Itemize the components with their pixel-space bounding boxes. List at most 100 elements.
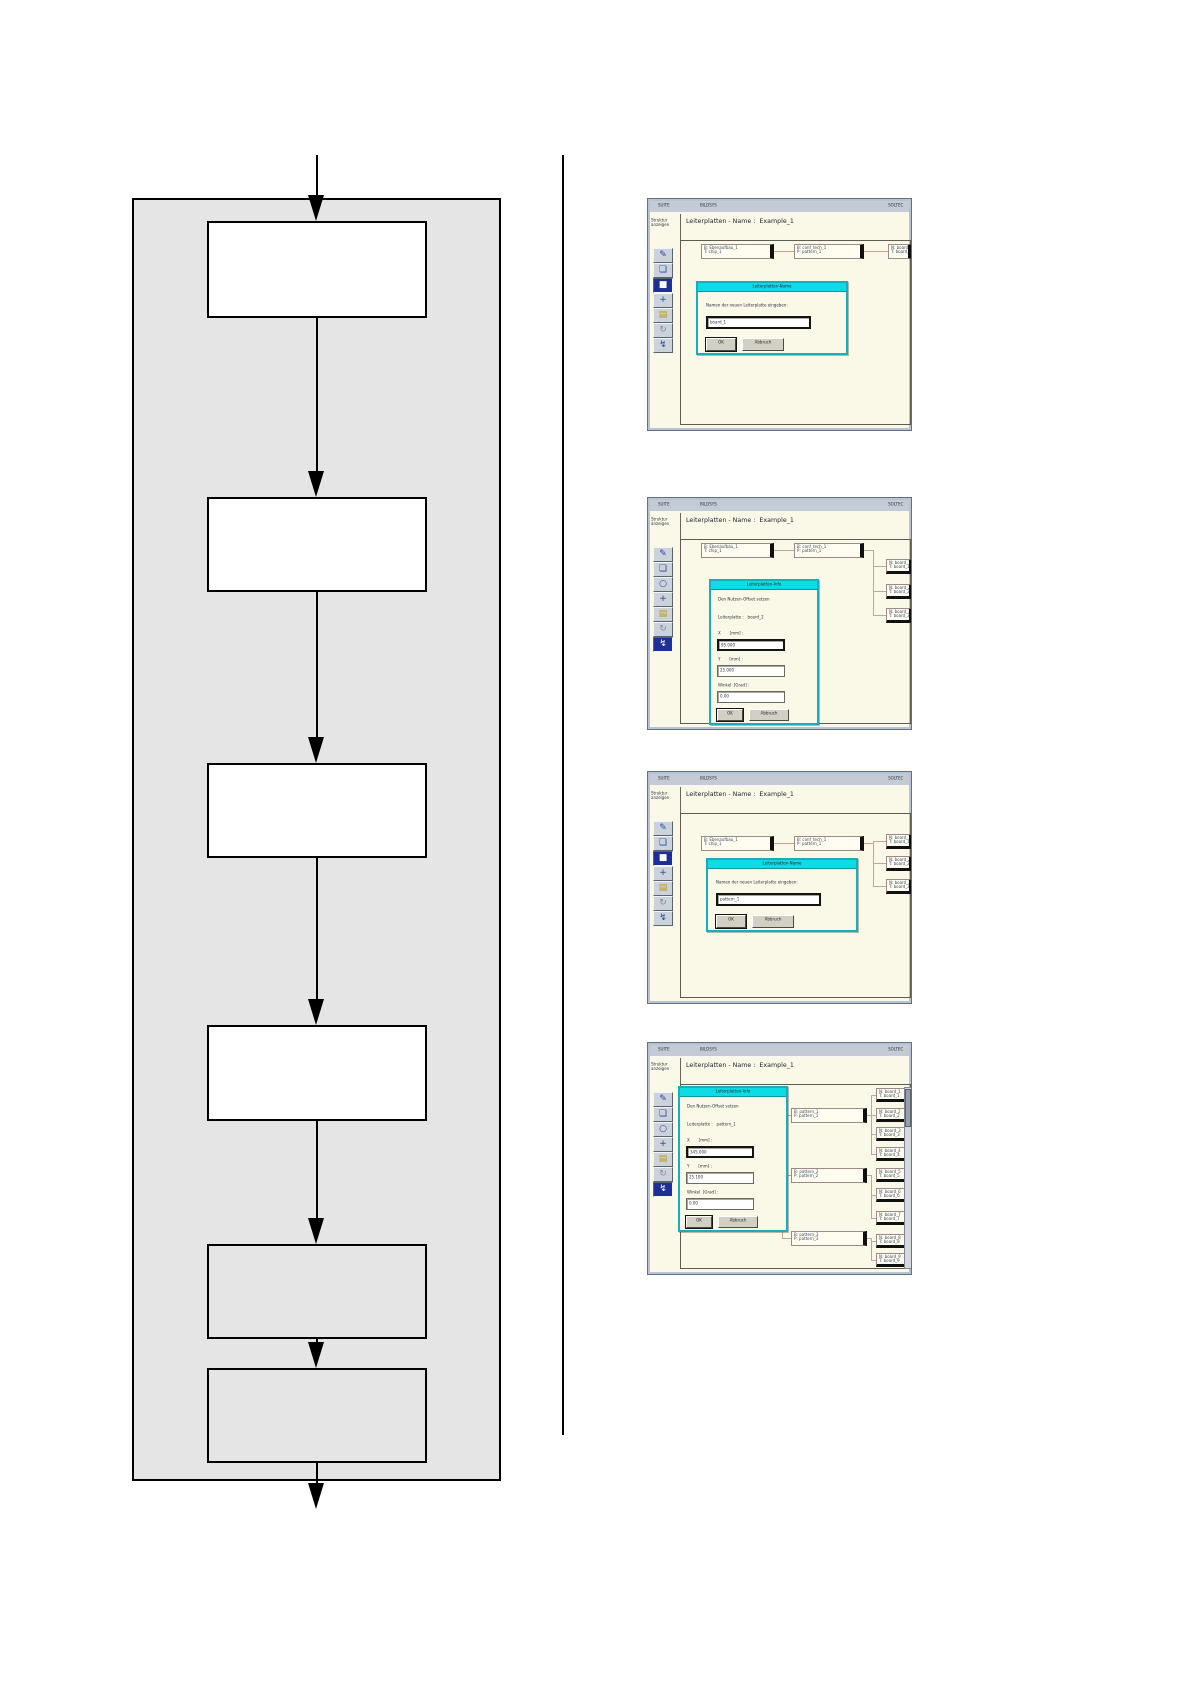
tree-connector	[871, 1260, 876, 1261]
toolbar-note-icon[interactable]: ▤	[653, 881, 673, 896]
tree-connector	[873, 886, 886, 887]
toolbar-refresh-icon[interactable]: ↻	[653, 896, 673, 911]
tree-node[interactable]: N: board_8 T: board_8	[876, 1234, 907, 1248]
toolbar-window-icon[interactable]: ❏	[653, 562, 673, 577]
cancel-button[interactable]: Abbruch	[749, 709, 789, 721]
toolbar-crosshair-icon[interactable]: +	[653, 866, 673, 881]
toolbar-fill-mode-icon[interactable]: ■	[653, 851, 673, 866]
y-label: Y [mm] :	[718, 657, 743, 662]
tree-node[interactable]: B: conf_tech_1 P: pattern_1	[794, 543, 864, 558]
tree-node[interactable]: B: conf_tech_1 P: pattern_1	[794, 244, 864, 259]
board-name-input[interactable]: board_1	[706, 316, 811, 329]
toolbar-refresh-icon[interactable]: ↻	[653, 622, 673, 637]
angle-input-value: 0.00	[689, 1201, 698, 1206]
toolbar-edit-icon[interactable]: ✎	[653, 248, 673, 263]
tree-node[interactable]: N: board_1 T: board_1	[888, 244, 911, 259]
board-name-line: Leiterplatte : board_2	[718, 615, 764, 620]
tree-node[interactable]: B: pattern_2 P: pattern_2	[791, 1168, 867, 1183]
flowchart-box-6	[207, 1368, 427, 1463]
board-name-input[interactable]: pattern_1	[716, 893, 821, 906]
tree-node-label: B: pattern_3 P: pattern_3	[794, 1232, 819, 1241]
toolbar-connect-icon[interactable]: ↯	[653, 637, 673, 652]
ok-button-label: OK	[728, 917, 734, 922]
tree-node[interactable]: N: board_1 T: board_1	[876, 1088, 907, 1102]
tree-node[interactable]: N: board_2 T: board_2	[876, 1108, 907, 1122]
tree-node[interactable]: N: board_4 T: board_4	[876, 1147, 907, 1161]
dialog-titlebar[interactable]: Leiterplatten-Name	[708, 860, 856, 869]
angle-input[interactable]: 0.00	[717, 691, 785, 703]
tree-node-label: N: board_4 T: board_4	[879, 1148, 901, 1157]
tree-node[interactable]: B: pattern_1 P: pattern_1	[791, 1108, 867, 1123]
tree-node[interactable]: N: board_5 T: board_5	[876, 1168, 907, 1182]
x-input[interactable]: 95.000	[717, 639, 785, 651]
ok-button[interactable]: OK	[705, 337, 737, 352]
toolbar-note-icon[interactable]: ▤	[653, 1152, 673, 1167]
toolbar-connect-icon[interactable]: ↯	[653, 1182, 673, 1197]
y-input[interactable]: 25.100	[686, 1172, 754, 1184]
toolbar-fill-mode-icon[interactable]: ○	[653, 577, 673, 592]
ok-button[interactable]: OK	[715, 914, 747, 929]
tree-node[interactable]: N: board_7 T: board_7	[876, 1211, 907, 1225]
cancel-button[interactable]: Abbruch	[742, 338, 784, 351]
tree-node[interactable]: B: pattern_3 P: pattern_3	[791, 1231, 867, 1246]
ok-button-label: OK	[727, 711, 733, 716]
flow-arrow-exit-head	[308, 1483, 324, 1509]
flowchart-box-1	[207, 221, 427, 318]
flow-arrow-3-line	[316, 858, 318, 999]
toolbar-crosshair-icon[interactable]: +	[653, 293, 673, 308]
toolbar-window-icon[interactable]: ❏	[653, 836, 673, 851]
toolbar-connect-icon[interactable]: ↯	[653, 338, 673, 353]
tree-node[interactable]: B: Ebenaufbau_1 T: chip_1	[701, 244, 774, 259]
tree-node[interactable]: B: Ebenaufbau_1 T: chip_1	[701, 836, 774, 851]
titlebar-text-left: SUITE	[658, 776, 670, 781]
ok-button[interactable]: OK	[685, 1215, 713, 1229]
tree-node-label: N: board_5 T: board_5	[879, 1169, 901, 1178]
tree-node[interactable]: B: Ebenaufbau_1 T: chip_1	[701, 543, 774, 558]
ok-button[interactable]: OK	[716, 708, 744, 722]
toolbar-refresh-icon[interactable]: ↻	[653, 323, 673, 338]
tree-node[interactable]: N: board_6 T: board_6	[876, 1188, 907, 1202]
tree-connector	[773, 251, 794, 252]
toolbar-connect-icon[interactable]: ↯	[653, 911, 673, 926]
dialog-titlebar[interactable]: Leiterplatten-Info	[680, 1088, 786, 1097]
tree-node[interactable]: N: board_1 T: board_1	[886, 559, 911, 574]
toolbar-edit-icon[interactable]: ✎	[653, 1092, 673, 1107]
toolbar-crosshair-icon[interactable]: +	[653, 592, 673, 607]
dialog-titlebar[interactable]: Leiterplatten-Name	[698, 283, 846, 292]
flow-arrow-3-head	[308, 999, 324, 1025]
y-input[interactable]: 25.000	[717, 665, 785, 677]
toolbar-refresh-icon[interactable]: ↻	[653, 1167, 673, 1182]
toolbar-window-icon[interactable]: ❏	[653, 263, 673, 278]
tree-canvas	[680, 240, 911, 425]
tree-node[interactable]: N: board_2 T: board_2	[886, 856, 911, 871]
toolbar-fill-mode-icon[interactable]: ○	[653, 1122, 673, 1137]
tree-connector	[864, 550, 873, 551]
toolbar-window-icon[interactable]: ❏	[653, 1107, 673, 1122]
tree-node[interactable]: N: board_1 T: board_1	[886, 834, 911, 849]
angle-input[interactable]: 0.00	[686, 1198, 754, 1210]
cancel-button[interactable]: Abbruch	[718, 1216, 758, 1228]
tree-node[interactable]: N: board_9 T: board_9	[876, 1253, 907, 1267]
tree-node[interactable]: N: board_3 T: board_3	[886, 879, 911, 894]
dialog-titlebar[interactable]: Leiterplatten-Info	[711, 581, 817, 590]
scrollbar-thumb[interactable]	[905, 1089, 911, 1127]
tree-node[interactable]: N: board_3 T: board_3	[886, 608, 911, 623]
toolbar-note-icon[interactable]: ▤	[653, 308, 673, 323]
tree-node[interactable]: N: board_2 T: board_2	[886, 584, 911, 599]
tree-node[interactable]: B: conf_tech_1 P: pattern_1	[794, 836, 864, 851]
toolbar-crosshair-icon[interactable]: +	[653, 1137, 673, 1152]
toolbar-fill-mode-icon[interactable]: ■	[653, 278, 673, 293]
vertical-scrollbar[interactable]	[904, 1087, 911, 1269]
x-input[interactable]: 345.000	[686, 1146, 754, 1158]
tree-connector	[871, 1218, 876, 1219]
toolbar-note-icon[interactable]: ▤	[653, 607, 673, 622]
tree-node[interactable]: N: board_3 T: board_3	[876, 1127, 907, 1141]
toolbar-edit-icon[interactable]: ✎	[653, 547, 673, 562]
cancel-button[interactable]: Abbruch	[752, 915, 794, 928]
toolbar-edit-icon[interactable]: ✎	[653, 821, 673, 836]
